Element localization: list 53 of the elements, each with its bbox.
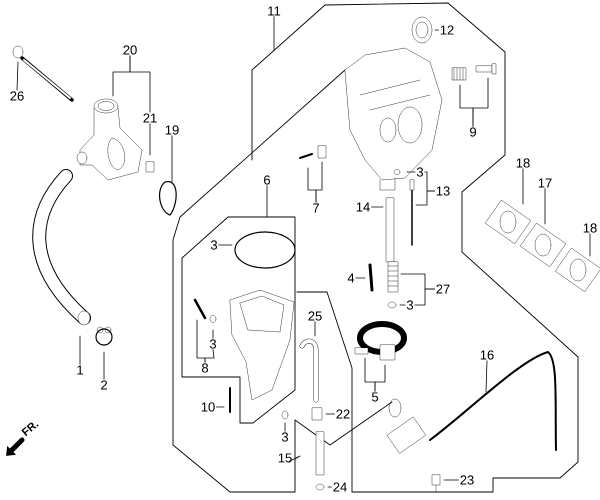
callout-number: 27 bbox=[436, 284, 450, 294]
callout-number: 12 bbox=[440, 25, 454, 35]
leader-line bbox=[371, 206, 384, 208]
callout-number: 11 bbox=[268, 6, 280, 16]
leader-line bbox=[16, 62, 18, 91]
callout-number: 3 bbox=[406, 300, 414, 310]
callout-number: 5 bbox=[372, 392, 378, 402]
callout-number: 15 bbox=[278, 453, 292, 463]
callout-number: 4 bbox=[348, 274, 354, 282]
leader-line bbox=[266, 185, 268, 218]
callout-number: 3 bbox=[210, 339, 216, 349]
callout-number: 3 bbox=[416, 167, 424, 177]
callout-number: 18 bbox=[584, 223, 597, 233]
callout-number: 17 bbox=[538, 178, 552, 188]
callout-number: 6 bbox=[264, 175, 270, 185]
callout-number: 8 bbox=[202, 363, 208, 373]
leader-line bbox=[314, 321, 316, 336]
leader-line bbox=[284, 422, 286, 432]
callout-number: 10 bbox=[202, 402, 215, 412]
leader-line bbox=[328, 486, 332, 488]
leader-line bbox=[416, 190, 435, 206]
leader-line bbox=[374, 364, 386, 392]
callout-number: 19 bbox=[166, 125, 179, 135]
callout-number: 3 bbox=[282, 432, 288, 442]
callout-number: 9 bbox=[470, 127, 476, 137]
callout-number: 18 bbox=[516, 158, 530, 168]
callout-number: 1 bbox=[77, 366, 83, 374]
direction-label: FR. bbox=[21, 422, 39, 436]
callout-number: 21 bbox=[143, 113, 157, 123]
callout-number: 16 bbox=[480, 350, 494, 360]
leader-line bbox=[522, 168, 524, 204]
callout-number: 24 bbox=[333, 482, 347, 492]
leader-line bbox=[316, 162, 322, 203]
leader-line bbox=[544, 188, 546, 224]
leader-line bbox=[414, 288, 435, 306]
leader-line bbox=[130, 55, 150, 113]
callout-number: 13 bbox=[436, 186, 450, 196]
callout-number: 23 bbox=[460, 475, 474, 485]
callout-number: 7 bbox=[313, 204, 319, 212]
leader-line bbox=[400, 304, 406, 306]
leader-line bbox=[486, 360, 488, 392]
callout-number: 3 bbox=[210, 240, 218, 250]
callout-number: 22 bbox=[336, 409, 350, 419]
leader-line bbox=[218, 244, 232, 246]
callout-number: 25 bbox=[308, 311, 322, 321]
callout-number: 20 bbox=[123, 45, 137, 55]
callout-number: 14 bbox=[356, 202, 370, 212]
callout-number: 2 bbox=[101, 380, 107, 390]
leader-line bbox=[216, 406, 224, 408]
callout-number: 26 bbox=[10, 91, 24, 101]
leader-line bbox=[204, 349, 214, 363]
leader-line bbox=[212, 330, 214, 339]
leader-line bbox=[472, 78, 488, 127]
